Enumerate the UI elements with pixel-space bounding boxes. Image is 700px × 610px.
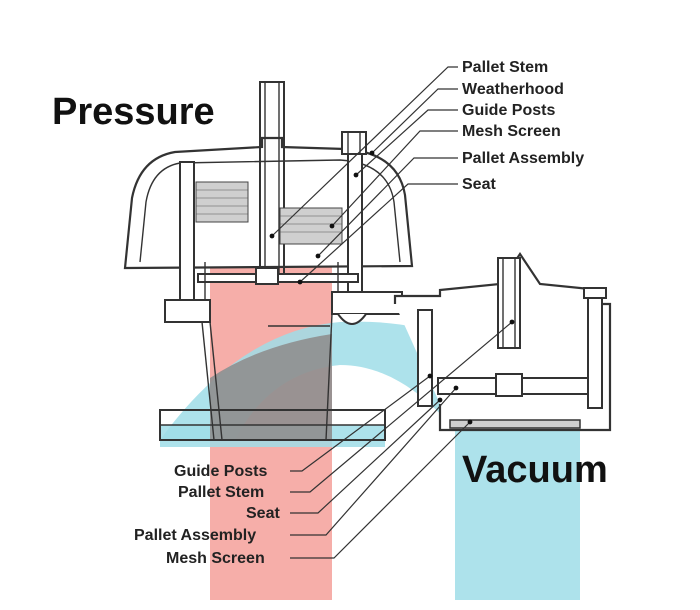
callout-top-guide-posts: Guide Posts bbox=[462, 102, 555, 119]
weatherhood-outline bbox=[123, 136, 414, 270]
callout-bottom-pallet-assembly: Pallet Assembly bbox=[134, 527, 256, 544]
top-leader-dots bbox=[269, 150, 375, 285]
callout-top-mesh-screen: Mesh Screen bbox=[462, 123, 561, 140]
callout-bottom-guide-posts: Guide Posts bbox=[174, 463, 267, 480]
callout-top-pallet-stem: Pallet Stem bbox=[462, 59, 548, 76]
callout-bottom-pallet-stem: Pallet Stem bbox=[178, 484, 264, 501]
flange-bolt bbox=[337, 313, 367, 325]
callout-bottom-seat: Seat bbox=[246, 505, 280, 522]
guide-post-left bbox=[179, 161, 195, 303]
bottom-leader-dots bbox=[427, 319, 515, 425]
mesh-screen-left bbox=[195, 181, 249, 223]
callout-bottom-mesh-screen: Mesh Screen bbox=[166, 550, 265, 567]
upper-flange bbox=[164, 299, 211, 323]
callout-top-weatherhood: Weatherhood bbox=[462, 81, 564, 98]
flow-overlap-region bbox=[210, 334, 332, 440]
top-leader-lines bbox=[271, 66, 458, 283]
pressure-heading: Pressure bbox=[52, 91, 215, 133]
callout-top-pallet-assembly: Pallet Assembly bbox=[462, 150, 584, 167]
callout-top-seat: Seat bbox=[462, 176, 496, 193]
mesh-screen-vacuum bbox=[449, 419, 581, 429]
guide-post-vacuum-right bbox=[587, 293, 603, 409]
vacuum-heading: Vacuum bbox=[462, 449, 608, 491]
bottom-leader-lines bbox=[290, 321, 513, 559]
